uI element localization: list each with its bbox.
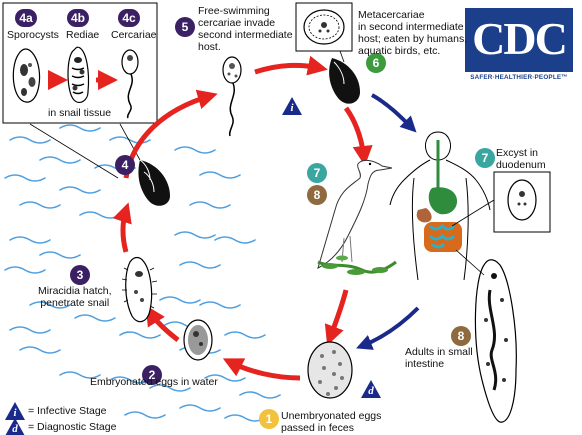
legend-infective-label: = Infective Stage — [28, 405, 107, 417]
redia-icon — [67, 46, 90, 104]
badge-stage-8-human: 8 — [451, 326, 471, 346]
diagnostic-marker-letter: d — [368, 385, 374, 397]
legend-infective-letter: i — [13, 407, 17, 419]
arrow-snail2-to-human — [371, 93, 417, 133]
cdc-logo: CDC SAFER·HEALTHIER·PEOPLE™ — [465, 8, 573, 86]
free-swimming-cercaria-icon — [222, 56, 242, 137]
cdc-logo-box — [465, 8, 573, 72]
diagnostic-stage-marker: d — [361, 380, 381, 398]
water-waves — [4, 124, 281, 422]
legend-diagnostic-label: = Diagnostic Stage — [28, 421, 117, 433]
unembryonated-egg-icon — [307, 341, 353, 399]
badge-stage-5: 5 — [175, 17, 195, 37]
legend-diagnostic-symbol: d — [5, 418, 25, 435]
badge-4b: 4b — [67, 9, 89, 27]
metacercaria-box — [295, 2, 353, 52]
sporocyst-icon — [12, 48, 41, 103]
human-figure-icon — [389, 131, 491, 281]
arrow-bird-to-egg — [324, 289, 349, 346]
badge-stage-4: 4 — [115, 155, 135, 175]
badge-stage-1: 1 — [259, 409, 279, 429]
label-metacercariae: Metacercariae in second intermediate hos… — [358, 9, 468, 57]
badge-stage-8-bird: 8 — [307, 185, 327, 205]
egret-icon — [317, 159, 397, 275]
label-unembryonated: Unembryonated eggs passed in feces — [281, 410, 382, 434]
miracidium-icon — [121, 256, 158, 323]
arrow-snail2-to-bird — [343, 106, 373, 166]
arrow-human-to-egg — [356, 306, 420, 350]
cercaria-icon — [121, 49, 139, 119]
label-excyst: Excyst in duodenum — [496, 147, 546, 171]
cdc-tagline: SAFER·HEALTHIER·PEOPLE™ — [470, 74, 568, 81]
adult-fluke-icon — [474, 259, 517, 423]
badge-stage-3: 3 — [70, 265, 90, 285]
label-cercariae-inset: Cercariae — [111, 29, 157, 41]
arrow-cercaria-to-snail2 — [254, 55, 328, 76]
legend-diagnostic-letter: d — [12, 423, 18, 435]
snail-second-host-icon — [329, 58, 360, 104]
badge-stage-7-bird: 7 — [307, 163, 327, 183]
label-rediae: Rediae — [66, 29, 100, 41]
label-in-snail-tissue: in snail tissue — [48, 107, 112, 119]
arrow-embryonated-to-miracidium — [145, 305, 180, 342]
badge-stage-6: 6 — [366, 53, 386, 73]
label-embryonated: Embryonated eggs in water — [90, 376, 218, 388]
excyst-box — [493, 171, 551, 233]
cdc-logo-text: CDC — [472, 13, 568, 64]
badge-stage-7-human: 7 — [475, 148, 495, 168]
badge-4a: 4a — [15, 9, 37, 27]
arrow-egg-to-embryonated — [222, 358, 301, 381]
embryonated-egg-icon — [183, 319, 213, 361]
infective-marker-letter: i — [290, 102, 294, 114]
badge-4c: 4c — [118, 9, 140, 27]
arrow-miracidium-to-snail — [112, 202, 132, 253]
snail-first-host-icon — [138, 159, 170, 206]
label-miracidia: Miracidia hatch, penetrate snail — [38, 285, 112, 309]
badge-stage-2: 2 — [142, 365, 162, 385]
label-free-swimming: Free-swimming cercariae invade second in… — [198, 5, 293, 53]
label-sporocysts: Sporocysts — [7, 29, 59, 41]
infective-stage-marker: i — [282, 97, 302, 115]
label-adults: Adults in small intestine — [405, 346, 473, 370]
legend-infective-symbol: i — [5, 402, 25, 420]
